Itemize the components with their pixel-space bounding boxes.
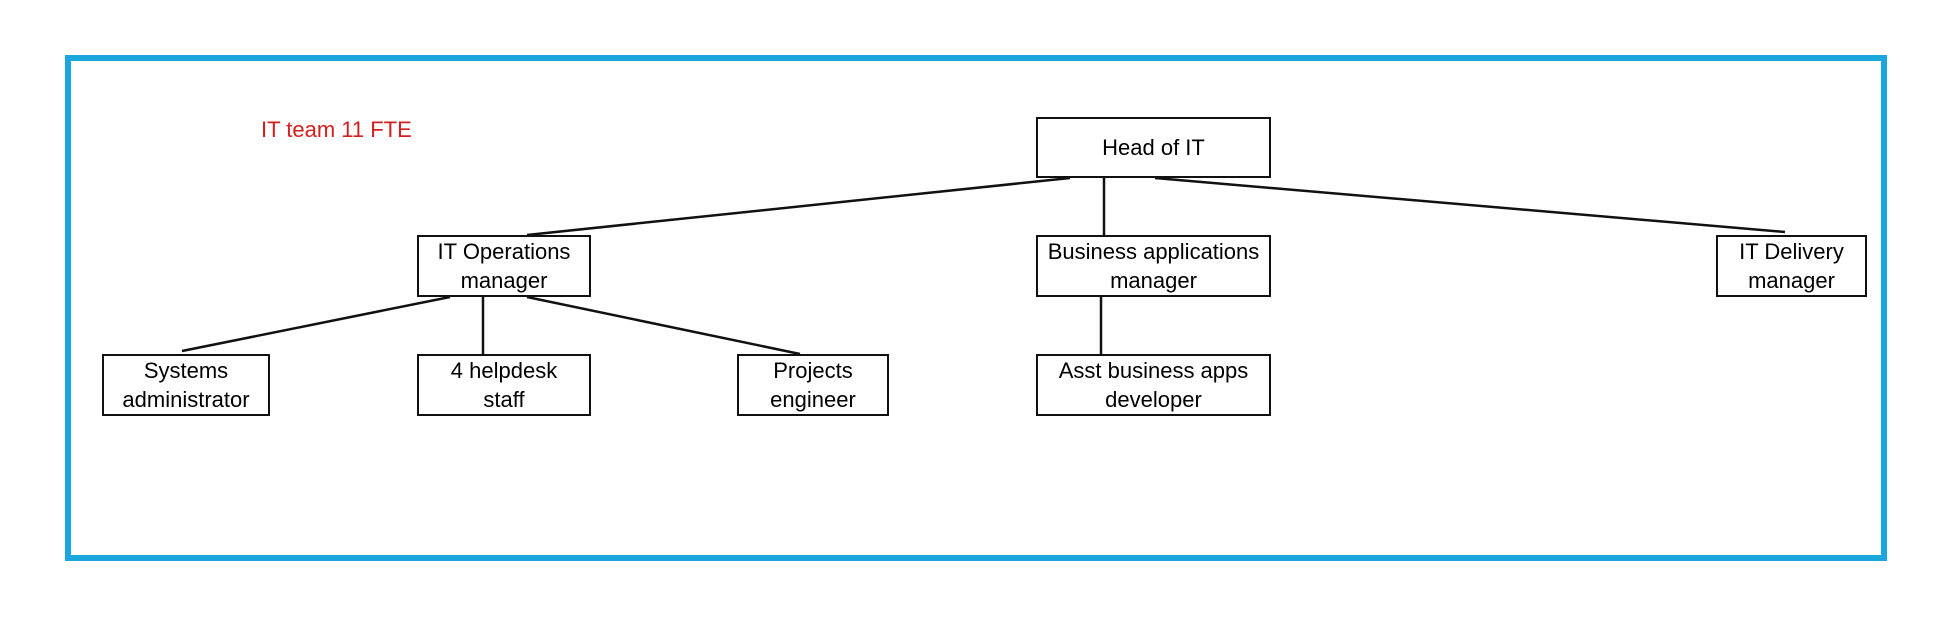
node-label: Asst business apps [1058,358,1249,383]
team-size-caption: IT team 11 FTE [261,117,412,142]
node-label: manager [1748,268,1835,293]
node-label: Systems [143,358,229,383]
link-ops-to-projects [526,295,801,356]
node-label: IT Delivery [1739,239,1844,264]
node-label: Projects [773,358,853,383]
node-label: 4 helpdesk [450,358,558,383]
node-label: manager [460,268,548,293]
node-label: Head of IT [1102,135,1205,160]
node-label: staff [483,387,525,412]
org-node-asst-business-apps-developer: Asst business apps developer [1036,354,1271,416]
org-node-head-of-it: Head of IT [1036,117,1271,178]
link-ops-to-sysadmin [181,295,451,353]
link-head-to-ops [526,176,1071,237]
diagram-frame [65,55,1887,561]
org-node-business-applications-manager: Business applications manager [1036,235,1271,297]
org-node-it-operations-manager: IT Operations manager [417,235,591,297]
org-node-systems-administrator: Systems administrator [102,354,270,416]
node-label: engineer [770,387,856,412]
org-node-it-delivery-manager: IT Delivery manager [1716,235,1867,297]
node-label: administrator [122,387,250,412]
node-label: developer [1105,387,1202,412]
link-head-to-delivery [1154,176,1786,234]
org-node-helpdesk-staff: 4 helpdesk staff [417,354,591,416]
org-node-projects-engineer: Projects engineer [737,354,889,416]
node-label: IT Operations [437,239,571,264]
node-label: Business applications [1047,239,1260,264]
node-label: manager [1110,268,1197,293]
